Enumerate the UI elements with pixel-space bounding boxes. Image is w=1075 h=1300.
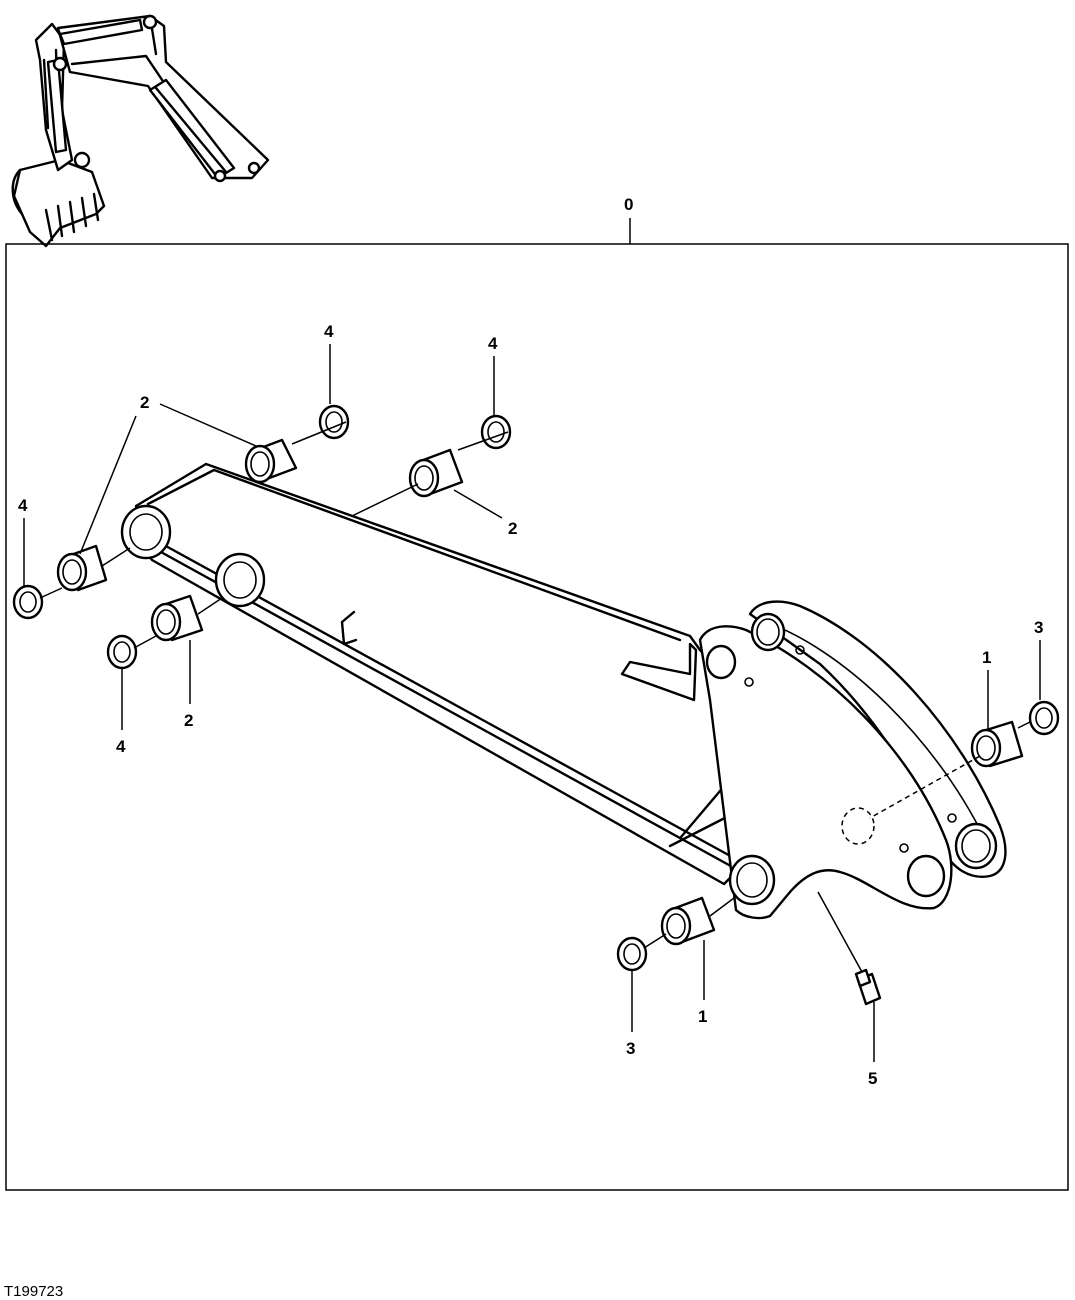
seals xyxy=(12,404,1060,972)
boom-foot xyxy=(698,600,1007,920)
figure-id: T199723 xyxy=(4,1283,63,1300)
bushings xyxy=(56,438,1024,946)
callout-4-mid: 4 xyxy=(488,334,498,353)
callout-5: 5 xyxy=(868,1069,877,1088)
callout-4-left: 4 xyxy=(18,496,28,515)
callout-3-bottom: 3 xyxy=(626,1039,635,1058)
callout-1-bottom: 1 xyxy=(698,1007,707,1026)
callout-labels: 4 4 4 4 2 2 2 1 3 1 3 5 xyxy=(18,322,1043,1088)
diagram-frame xyxy=(5,243,1069,1191)
callout-2-lower: 2 xyxy=(184,711,193,730)
grease-fitting xyxy=(817,891,882,1006)
callout-2-mid: 2 xyxy=(508,519,517,538)
backhoe-thumbnail xyxy=(11,14,270,248)
callout-2-top: 2 xyxy=(140,393,149,412)
callout-1-right: 1 xyxy=(982,648,991,667)
boom-body xyxy=(134,462,788,886)
callout-4-lower: 4 xyxy=(116,737,126,756)
boom-head-holes xyxy=(120,504,358,646)
callout-4-top: 4 xyxy=(324,322,334,341)
callout-3-right: 3 xyxy=(1034,618,1043,637)
callout-0: 0 xyxy=(624,195,633,214)
assembly-lines xyxy=(39,421,1031,949)
assembly-callout: 0 xyxy=(624,195,633,244)
